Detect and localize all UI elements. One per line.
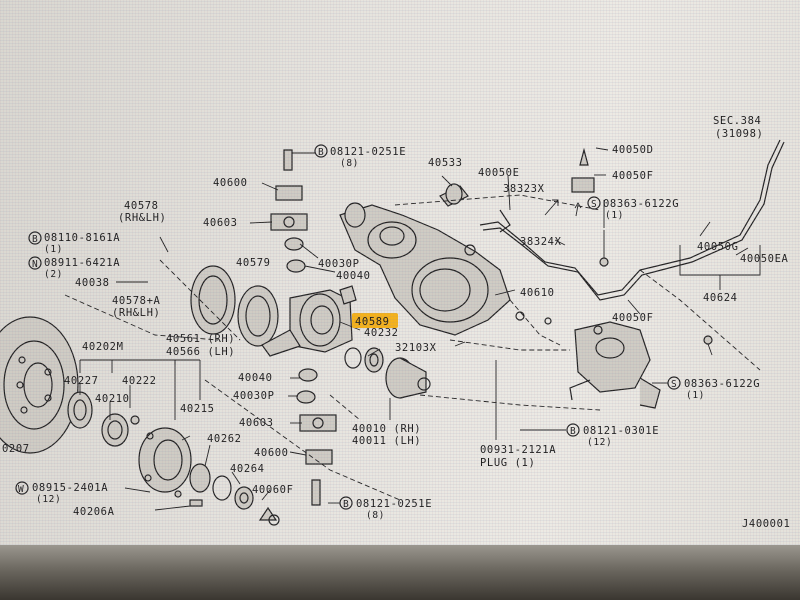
knuckle-assembly (190, 149, 384, 506)
svg-text:B: B (32, 234, 38, 245)
part-40578-top-sub: (RH&LH) (118, 212, 166, 224)
part-40202m: 40202M (82, 341, 124, 353)
part-40050f-top: 40050F (612, 170, 654, 182)
part-40589: 40589 (355, 316, 390, 328)
breather-hoses (479, 139, 785, 301)
part-40578a: 40578+A (112, 295, 161, 307)
highlight-marker (352, 313, 398, 328)
part-40610: 40610 (520, 287, 555, 299)
part-40566: 40566 (LH) (166, 346, 235, 358)
part-40624: 40624 (703, 292, 738, 304)
n-marker-1: B (28, 231, 42, 245)
part-08363-6122g-right: 08363-6122G (684, 378, 760, 390)
part-08915-2401a-qty: (12) (36, 494, 61, 505)
part-40579: 40579 (236, 257, 271, 269)
part-40038: 40038 (75, 277, 110, 289)
part-08121-0251e-top-qty: (8) (340, 158, 359, 169)
w-marker: W (15, 481, 29, 495)
part-40050f-right: 40050F (612, 312, 654, 324)
part-40533: 40533 (428, 157, 463, 169)
part-40561: 40561 (RH) (166, 333, 235, 345)
part-40215: 40215 (180, 403, 215, 415)
part-08363-6122g-right-qty: (1) (686, 390, 705, 401)
svg-text:B: B (570, 426, 576, 437)
part-08121-0251e-bot-qty: (8) (366, 510, 385, 521)
b-marker-right: B (566, 423, 580, 437)
part-40010: 40010 (RH) (352, 423, 421, 435)
svg-text:W: W (18, 484, 24, 495)
svg-text:B: B (343, 499, 349, 510)
part-40264: 40264 (230, 463, 265, 475)
part-08915-2401a: 08915-2401A (32, 482, 108, 494)
part-08121-0251e-bot: 08121-0251E (356, 498, 432, 510)
sec384-ref-label: (31098) (715, 128, 763, 140)
brake-rotor (0, 316, 79, 454)
s-marker-top: S (587, 196, 601, 210)
part-40030p-mid: 40030P (233, 390, 275, 402)
svg-text:B: B (318, 147, 324, 158)
circle-markers: B B N S S B W B (15, 144, 681, 510)
part-40232: 40232 (364, 327, 399, 339)
part-40040-top: 40040 (336, 270, 371, 282)
svg-text:N: N (32, 259, 38, 270)
spindle (385, 357, 431, 399)
part-40050ea: 40050EA (740, 253, 789, 265)
part-38323x: 38323X (503, 183, 545, 195)
figure-id: J400001 (742, 518, 790, 530)
svg-text:S: S (671, 379, 677, 390)
sec384-label: SEC.384 (713, 115, 761, 127)
part-38324x: 38324X (520, 236, 562, 248)
part-40578a-sub: (RH&LH) (112, 307, 160, 319)
svg-text:S: S (591, 199, 597, 210)
part-08121-0301e-qty: (12) (587, 437, 612, 448)
s-marker-right: S (667, 376, 681, 390)
part-40262: 40262 (207, 433, 242, 445)
part-40207: 0207 (2, 443, 30, 455)
part-40578-top: 40578 (124, 200, 159, 212)
part-40600-top: 40600 (213, 177, 248, 189)
part-40050g: 40050G (697, 241, 739, 253)
part-40050e: 40050E (478, 167, 520, 179)
part-40227: 40227 (64, 375, 99, 387)
part-40060f: 40060F (252, 484, 294, 496)
part-40603-top: 40603 (203, 217, 238, 229)
part-08363-6122g-top: 08363-6122G (603, 198, 679, 210)
part-08121-0301e: 08121-0301E (583, 425, 659, 437)
part-40603-bot: 40603 (239, 417, 274, 429)
part-40040-mid: 40040 (238, 372, 273, 384)
part-plug: PLUG (1) (480, 457, 535, 469)
part-08911-6421a-qty: (2) (44, 269, 63, 280)
part-40222: 40222 (122, 375, 157, 387)
part-08911-6421a: 08911-6421A (44, 257, 120, 269)
part-40011: 40011 (LH) (352, 435, 421, 447)
part-08363-6122g-top-qty: (1) (605, 210, 624, 221)
part-08121-0251e-top: 08121-0251E (330, 146, 406, 158)
part-40050d: 40050D (612, 144, 654, 156)
leader-lines (79, 147, 761, 511)
part-00931-2121a: 00931-2121A (480, 444, 556, 456)
part-labels: SEC.384 (31098) 08121-0251E (8) 40533 40… (2, 115, 790, 530)
part-40600-bot: 40600 (254, 447, 289, 459)
dashed-boundaries (64, 194, 761, 501)
part-32103x: 32103X (395, 342, 437, 354)
b-marker-bottom: B (339, 496, 353, 510)
part-08110-8161a: 08110-8161A (44, 232, 120, 244)
n-marker-2: N (28, 256, 42, 270)
hub-assembly (67, 391, 280, 526)
parts-diagram: B B N S S B W B SEC. (0, 115, 790, 530)
b-marker-top: B (314, 144, 328, 158)
part-40206a: 40206A (73, 506, 115, 518)
monitor-bezel (0, 545, 800, 600)
part-08110-8161a-qty: (1) (44, 244, 63, 255)
part-40030p-top: 40030P (318, 258, 360, 270)
actuator-assembly (569, 230, 713, 409)
part-40210: 40210 (95, 393, 130, 405)
differential-carrier (339, 183, 552, 336)
